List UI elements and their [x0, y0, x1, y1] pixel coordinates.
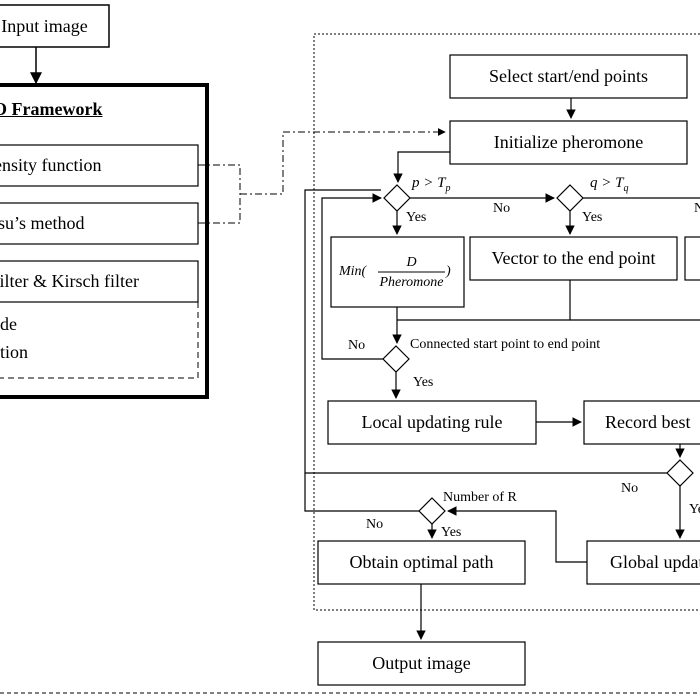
- connected-yes-label: Yes: [413, 375, 434, 390]
- input-image-box: [0, 4, 110, 48]
- decision-p: [383, 184, 411, 212]
- record-best-label: Record best: [605, 412, 691, 432]
- intensity-function-box: [0, 144, 199, 187]
- output-image-box: [317, 641, 526, 686]
- vector-end-point-box: [469, 236, 678, 281]
- formula-denominator: Pheromone: [379, 275, 444, 290]
- init-pheromone-box: [449, 120, 688, 165]
- number-of-r-label: Number of R: [443, 490, 517, 505]
- formula-suffix: ): [446, 264, 451, 279]
- select-points-box: [449, 54, 688, 99]
- select-points-label: Select start/end points: [489, 66, 648, 86]
- otsu-method-label: Otsu’s method: [0, 213, 85, 233]
- filter-label: Sobel filter & Kirsch filter: [0, 271, 139, 291]
- condition-q-label: q > Tq: [590, 175, 629, 194]
- decision-q: [556, 184, 584, 212]
- number-r-no-label: No: [366, 517, 384, 532]
- p-yes-label: Yes: [406, 210, 427, 225]
- record-best-box: [583, 400, 700, 445]
- input-image-label: Input image: [1, 16, 88, 36]
- framework-connector: [198, 128, 446, 224]
- init-pheromone-label: Initialize pheromone: [493, 132, 644, 152]
- otsu-method-box: [0, 202, 199, 245]
- record-yes-label: Yes: [689, 502, 700, 517]
- global-update-label: Global update: [610, 552, 700, 572]
- global-update-box: [586, 540, 700, 585]
- aco-framework-box: [0, 83, 209, 399]
- magnitude-direction-bracket: [0, 302, 199, 379]
- formula-min-label: Min(: [339, 264, 367, 279]
- decision-connected: [382, 345, 410, 373]
- connected-label: Connected start point to end point: [410, 337, 601, 352]
- third-choice-box: [684, 236, 700, 281]
- q-no-label: No: [694, 201, 700, 216]
- magnitude-label: Magnitude: [0, 314, 17, 334]
- obtain-optimal-path-label: Obtain optimal path: [349, 552, 494, 572]
- aco-framework-title: ACO Framework: [0, 99, 103, 119]
- condition-p-label: p > Tp: [412, 175, 451, 194]
- filter-box: [0, 260, 199, 303]
- intensity-function-label: Intensity function: [0, 155, 102, 175]
- q-yes-label: Yes: [582, 210, 603, 225]
- local-updating-box: [327, 400, 537, 445]
- decision-record: [666, 459, 694, 487]
- decision-number-r: [418, 497, 446, 525]
- connected-no-label: No: [348, 338, 366, 353]
- local-updating-label: Local updating rule: [361, 412, 503, 432]
- vector-end-point-label: Vector to the end point: [491, 248, 656, 268]
- obtain-optimal-path-box: [317, 540, 526, 585]
- record-no-label: No: [621, 481, 639, 496]
- p-no-label: No: [493, 201, 511, 216]
- direction-label: Direction: [0, 342, 28, 362]
- formula-numerator: D: [406, 255, 417, 270]
- number-r-yes-label: Yes: [441, 525, 462, 540]
- output-image-label: Output image: [372, 653, 471, 673]
- aco-process-frame: [313, 33, 700, 611]
